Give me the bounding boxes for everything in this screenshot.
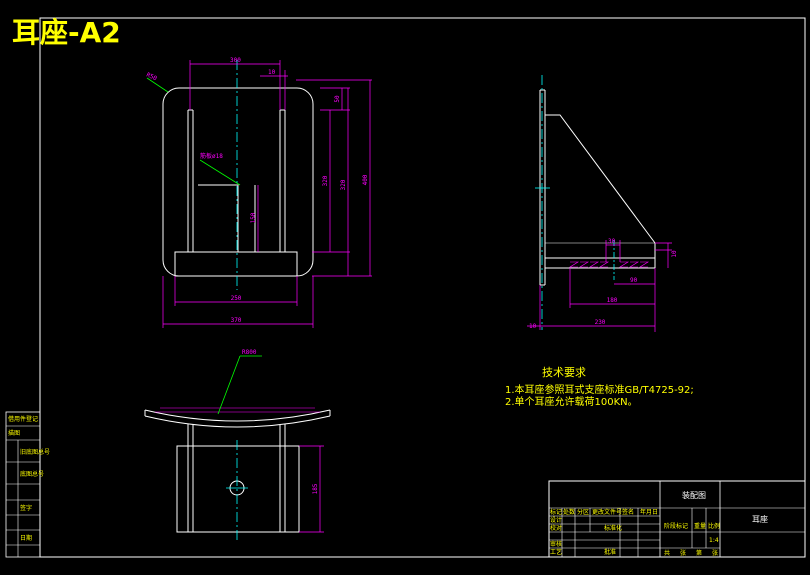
tb-stage-2: 比例 [708,522,720,530]
strip-cell-5: 日期 [20,534,32,542]
strip-cell-3: 底图总号 [20,470,44,478]
side-view: 30 10 90 180 10 230 [527,75,678,332]
tb-sheet-1: 张 [680,549,686,557]
dim-right-mid: 320 [322,175,329,186]
dim-left-gap: 10 [529,323,537,330]
tb-stage-0: 阶段标记 [664,522,688,530]
front-base-plate [174,251,298,277]
front-view: 300 10 R50 50 320 320 400 150 筋板ø18 250 … [145,57,372,328]
tb-row-3: 工艺 [550,548,562,556]
tb-mid-1: 批准 [604,548,616,556]
dim-top-width: 300 [230,57,241,64]
dim-base-width: 250 [231,295,242,302]
tb-scale: 1:4 [709,537,719,544]
tb-sheet-3: 张 [712,549,718,557]
dim-slot-offset: 90 [630,277,638,284]
tb-row-2: 审核 [550,540,562,548]
dim-base-depth: 180 [607,297,618,304]
dim-radius: R800 [242,349,257,356]
left-register-strip: 借用件登记 描图 旧底图总号 底图总号 签字 日期 [5,411,50,558]
strip-cell-4: 签字 [20,504,32,512]
note-line-1: 1.本耳座参照耳式支座标准GB/T4725-92; [505,383,694,396]
tb-row-0: 设计 [550,516,562,524]
dim-slot: 30 [608,238,616,245]
tb-header-1: 处数 [563,508,575,516]
strip-cell-1: 描图 [8,429,20,437]
dim-total-depth: 230 [595,319,606,326]
tb-sheet-2: 第 [696,549,702,557]
dim-right-total: 400 [362,174,369,185]
dim-right-top: 50 [334,95,341,103]
tb-header-2: 分区 [577,508,589,516]
tb-header-5: 年月日 [640,508,658,516]
dim-corner-radius: R50 [145,71,158,82]
bottom-view: R800 185 [144,349,331,540]
note-line-2: 2.单个耳座允许载荷100KN。 [505,395,638,408]
dim-small-height: 10 [671,250,678,258]
tb-header-4: 签名 [622,508,634,516]
dim-inner-height: 150 [250,212,257,223]
tb-mid-0: 标准化 [604,524,622,532]
dim-right-inner: 320 [340,179,347,190]
dim-total-width: 370 [231,317,242,324]
tb-header-0: 标记 [550,508,562,516]
tb-part-name: 耳座 [752,514,768,524]
dim-top-gap: 10 [268,69,276,76]
strip-cell-2: 旧底图总号 [20,448,50,456]
drawing-border [39,17,806,558]
tb-header-3: 更改文件号 [592,508,622,516]
technical-notes: 技术要求 1.本耳座参照耳式支座标准GB/T4725-92; 2.单个耳座允许载… [505,366,694,408]
strip-cell-0: 借用件登记 [8,415,38,423]
tb-sheet-0: 共 [664,549,670,557]
tb-row-1: 校对 [550,524,562,532]
tb-stage-1: 重量 [694,522,706,530]
dim-inner-label: 筋板ø18 [200,152,223,160]
drawing-title: 耳座-A2 [12,16,121,49]
notes-heading: 技术要求 [542,366,586,379]
title-block: 装配图 耳座 标记 处数 分区 更改文件号 签名 年月日 设计 校对 审核 工艺… [548,480,806,558]
tb-drawing-name: 装配图 [682,490,706,500]
dim-bottom-height: 185 [312,483,319,494]
